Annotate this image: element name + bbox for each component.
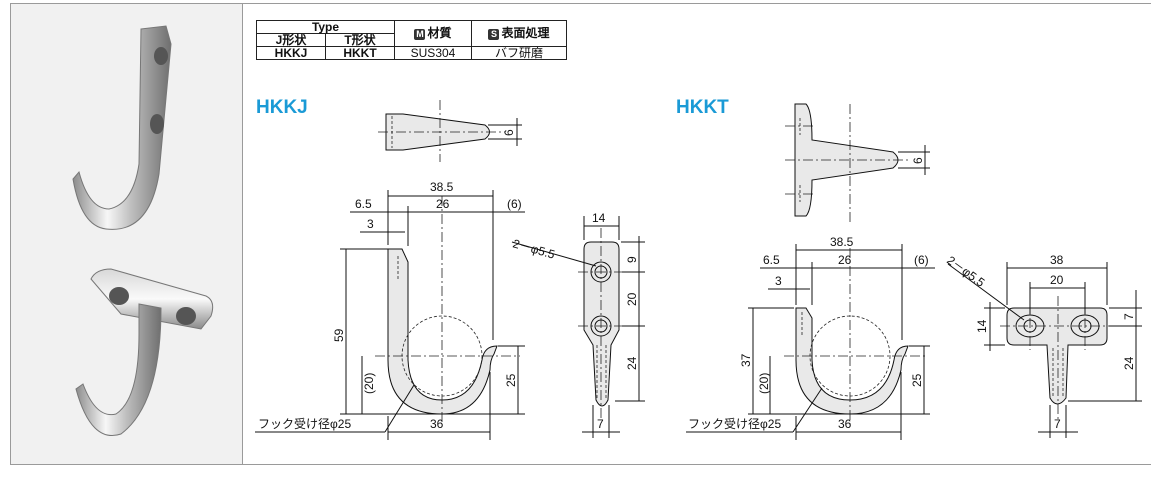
hkkt-top-view: 6 [785, 103, 930, 224]
product-photo-panel [11, 4, 243, 464]
hkkt-title: HKKT [676, 97, 729, 118]
hkkt-dim-tip-height: 25 [910, 373, 924, 387]
hkkt-dim-hole-offset: 7 [1122, 313, 1136, 320]
t-shape-header: T形状 [325, 33, 395, 47]
hkkt-side-view: 38 20 2－φ5.5 14 7 24 7 [944, 253, 1142, 438]
hkkj-dim-tip-gap: (6) [507, 197, 522, 211]
hkkj-dim-overall: 38.5 [430, 180, 454, 194]
hkkj-dim-height: 59 [332, 328, 346, 342]
material-badge: M [414, 28, 426, 40]
t-hook-photo [75, 268, 214, 436]
hkkt-dim-lower: (20) [757, 373, 771, 394]
material-header: 材質 [427, 26, 452, 41]
hkkj-dim-top-thickness: 6 [502, 129, 516, 136]
hkkt-dim-plate-width: 38 [1050, 253, 1064, 267]
hkkt-dim-plate-height: 14 [975, 319, 989, 333]
j-model-cell: HKKJ [256, 46, 326, 60]
hkkt-dim-hole-pitch: 20 [1050, 273, 1064, 287]
hkkj-dim-tip-height: 25 [504, 373, 518, 387]
surface-badge: S [488, 28, 500, 40]
hkkt-dim-tip-gap: (6) [914, 253, 929, 267]
hkkj-dim-left-offset: 6.5 [355, 197, 372, 211]
j-shape-header: J形状 [256, 33, 326, 47]
hkkj-front-view: 38.5 6.5 26 (6) 3 59 (20) 25 36 フック受け径φ2… [255, 180, 525, 440]
hkkt-dim-overall: 38.5 [830, 235, 854, 249]
hkkj-dim-holes: 2－φ5.5 [511, 236, 557, 261]
type-header: Type [256, 20, 395, 34]
hkkt-dim-stem-width: 7 [1054, 417, 1061, 431]
hkkj-dim-hole-top: 9 [625, 256, 639, 263]
surface-header: 表面処理 [501, 26, 550, 41]
hkkt-front-view: 38.5 6.5 26 (6) 3 37 (20) 25 36 フック受け径φ2… [686, 235, 935, 440]
t-model-cell: HKKT [325, 46, 395, 60]
hkkj-side-view: 14 2－φ5.5 9 20 24 7 [511, 211, 645, 438]
hkkj-dim-lower: (20) [362, 373, 376, 394]
surface-value: バフ研磨 [471, 46, 567, 60]
hkkj-title: HKKJ [256, 97, 308, 118]
hkkt-dim-height: 37 [739, 353, 753, 367]
hkkj-dim-side-width: 14 [592, 211, 606, 225]
hkkj-dim-inner-width: 26 [436, 197, 450, 211]
hkkt-dim-wall: 3 [775, 274, 782, 288]
hkkt-dim-left-offset: 6.5 [763, 253, 780, 267]
hkkt-dim-bottom-width: 36 [838, 417, 852, 431]
hkkj-dim-stem-width: 7 [597, 417, 604, 431]
hkkt-dim-stem: 24 [1122, 356, 1136, 370]
hkkj-top-view: 6 [378, 100, 522, 162]
hkkj-dim-hole-pitch: 20 [625, 292, 639, 306]
hkkj-dim-bottom-width: 36 [430, 417, 444, 431]
hkkt-dim-inner-width: 26 [838, 253, 852, 267]
product-photo [72, 25, 214, 436]
content-frame [10, 3, 1151, 465]
j-hook-photo [72, 25, 172, 230]
hkkj-dim-stem: 24 [625, 356, 639, 370]
hkkt-hook-label: フック受け径φ25 [688, 417, 781, 431]
hkkt-dim-top-thickness: 6 [911, 157, 925, 164]
hkkj-hook-label: フック受け径φ25 [258, 417, 351, 431]
hkkt-dim-holes: 2－φ5.5 [944, 253, 987, 290]
material-value: SUS304 [394, 46, 472, 60]
hkkj-dim-wall: 3 [367, 217, 374, 231]
